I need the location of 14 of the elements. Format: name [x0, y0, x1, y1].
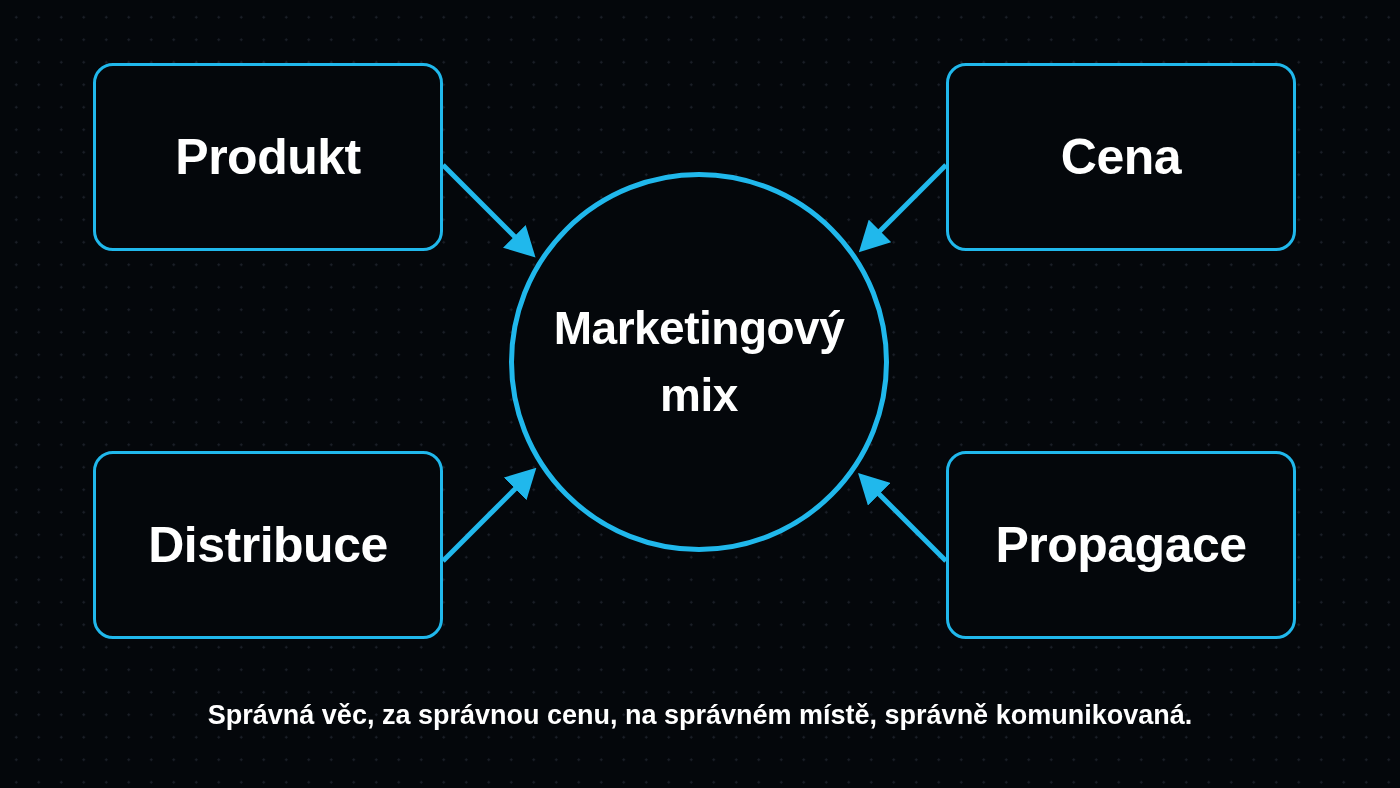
arrow: [441, 163, 536, 258]
concept-box: [93, 63, 443, 251]
concept-box: [946, 451, 1296, 639]
arrow: [858, 473, 948, 563]
caption-text: Správná věc, za správnou cenu, na správném místě, správně komunikovaná.: [207, 700, 1193, 730]
node-label: Produkt: [175, 128, 361, 186]
arrow: [441, 467, 537, 563]
node-label: Distribuce: [148, 516, 388, 574]
node-label: Marketingový mix: [552, 301, 846, 423]
node-label: Cena: [1060, 128, 1182, 186]
arrow: [858, 163, 948, 253]
node-label: Propagace: [995, 516, 1247, 574]
concept-box: [93, 451, 443, 639]
concept-box: [946, 63, 1296, 251]
